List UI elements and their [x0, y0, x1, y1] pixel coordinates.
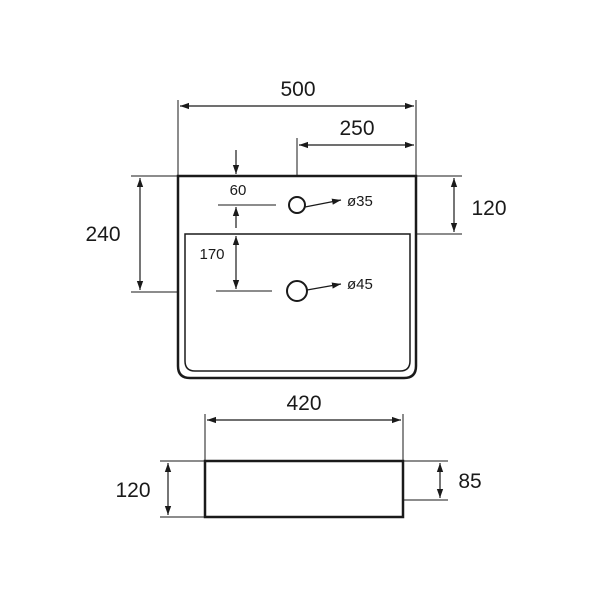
label-tap-offset: 250 [339, 117, 374, 140]
label-overall-width: 500 [280, 78, 315, 101]
label-bowl-height: 85 [458, 470, 481, 493]
label-drain-diameter: ø45 [347, 276, 373, 293]
label-tap-hole-depth: 120 [471, 197, 506, 220]
label-tap-hole-from-edge: 60 [230, 182, 247, 199]
label-drain-from-bowl-edge: 170 [199, 246, 224, 263]
drain-hole [286, 280, 308, 302]
basin-outer-outline [176, 174, 418, 380]
label-tap-hole-diameter: ø35 [347, 193, 373, 210]
tap-hole [288, 196, 306, 214]
basin-bowl-outline [184, 233, 411, 372]
drain-diameter-leader [306, 282, 342, 291]
label-bowl-width: 420 [286, 392, 321, 415]
side-view-outline [203, 459, 405, 519]
label-overall-depth: 240 [85, 223, 120, 246]
tap-diameter-leader [304, 198, 342, 208]
label-overall-height: 120 [115, 479, 150, 502]
